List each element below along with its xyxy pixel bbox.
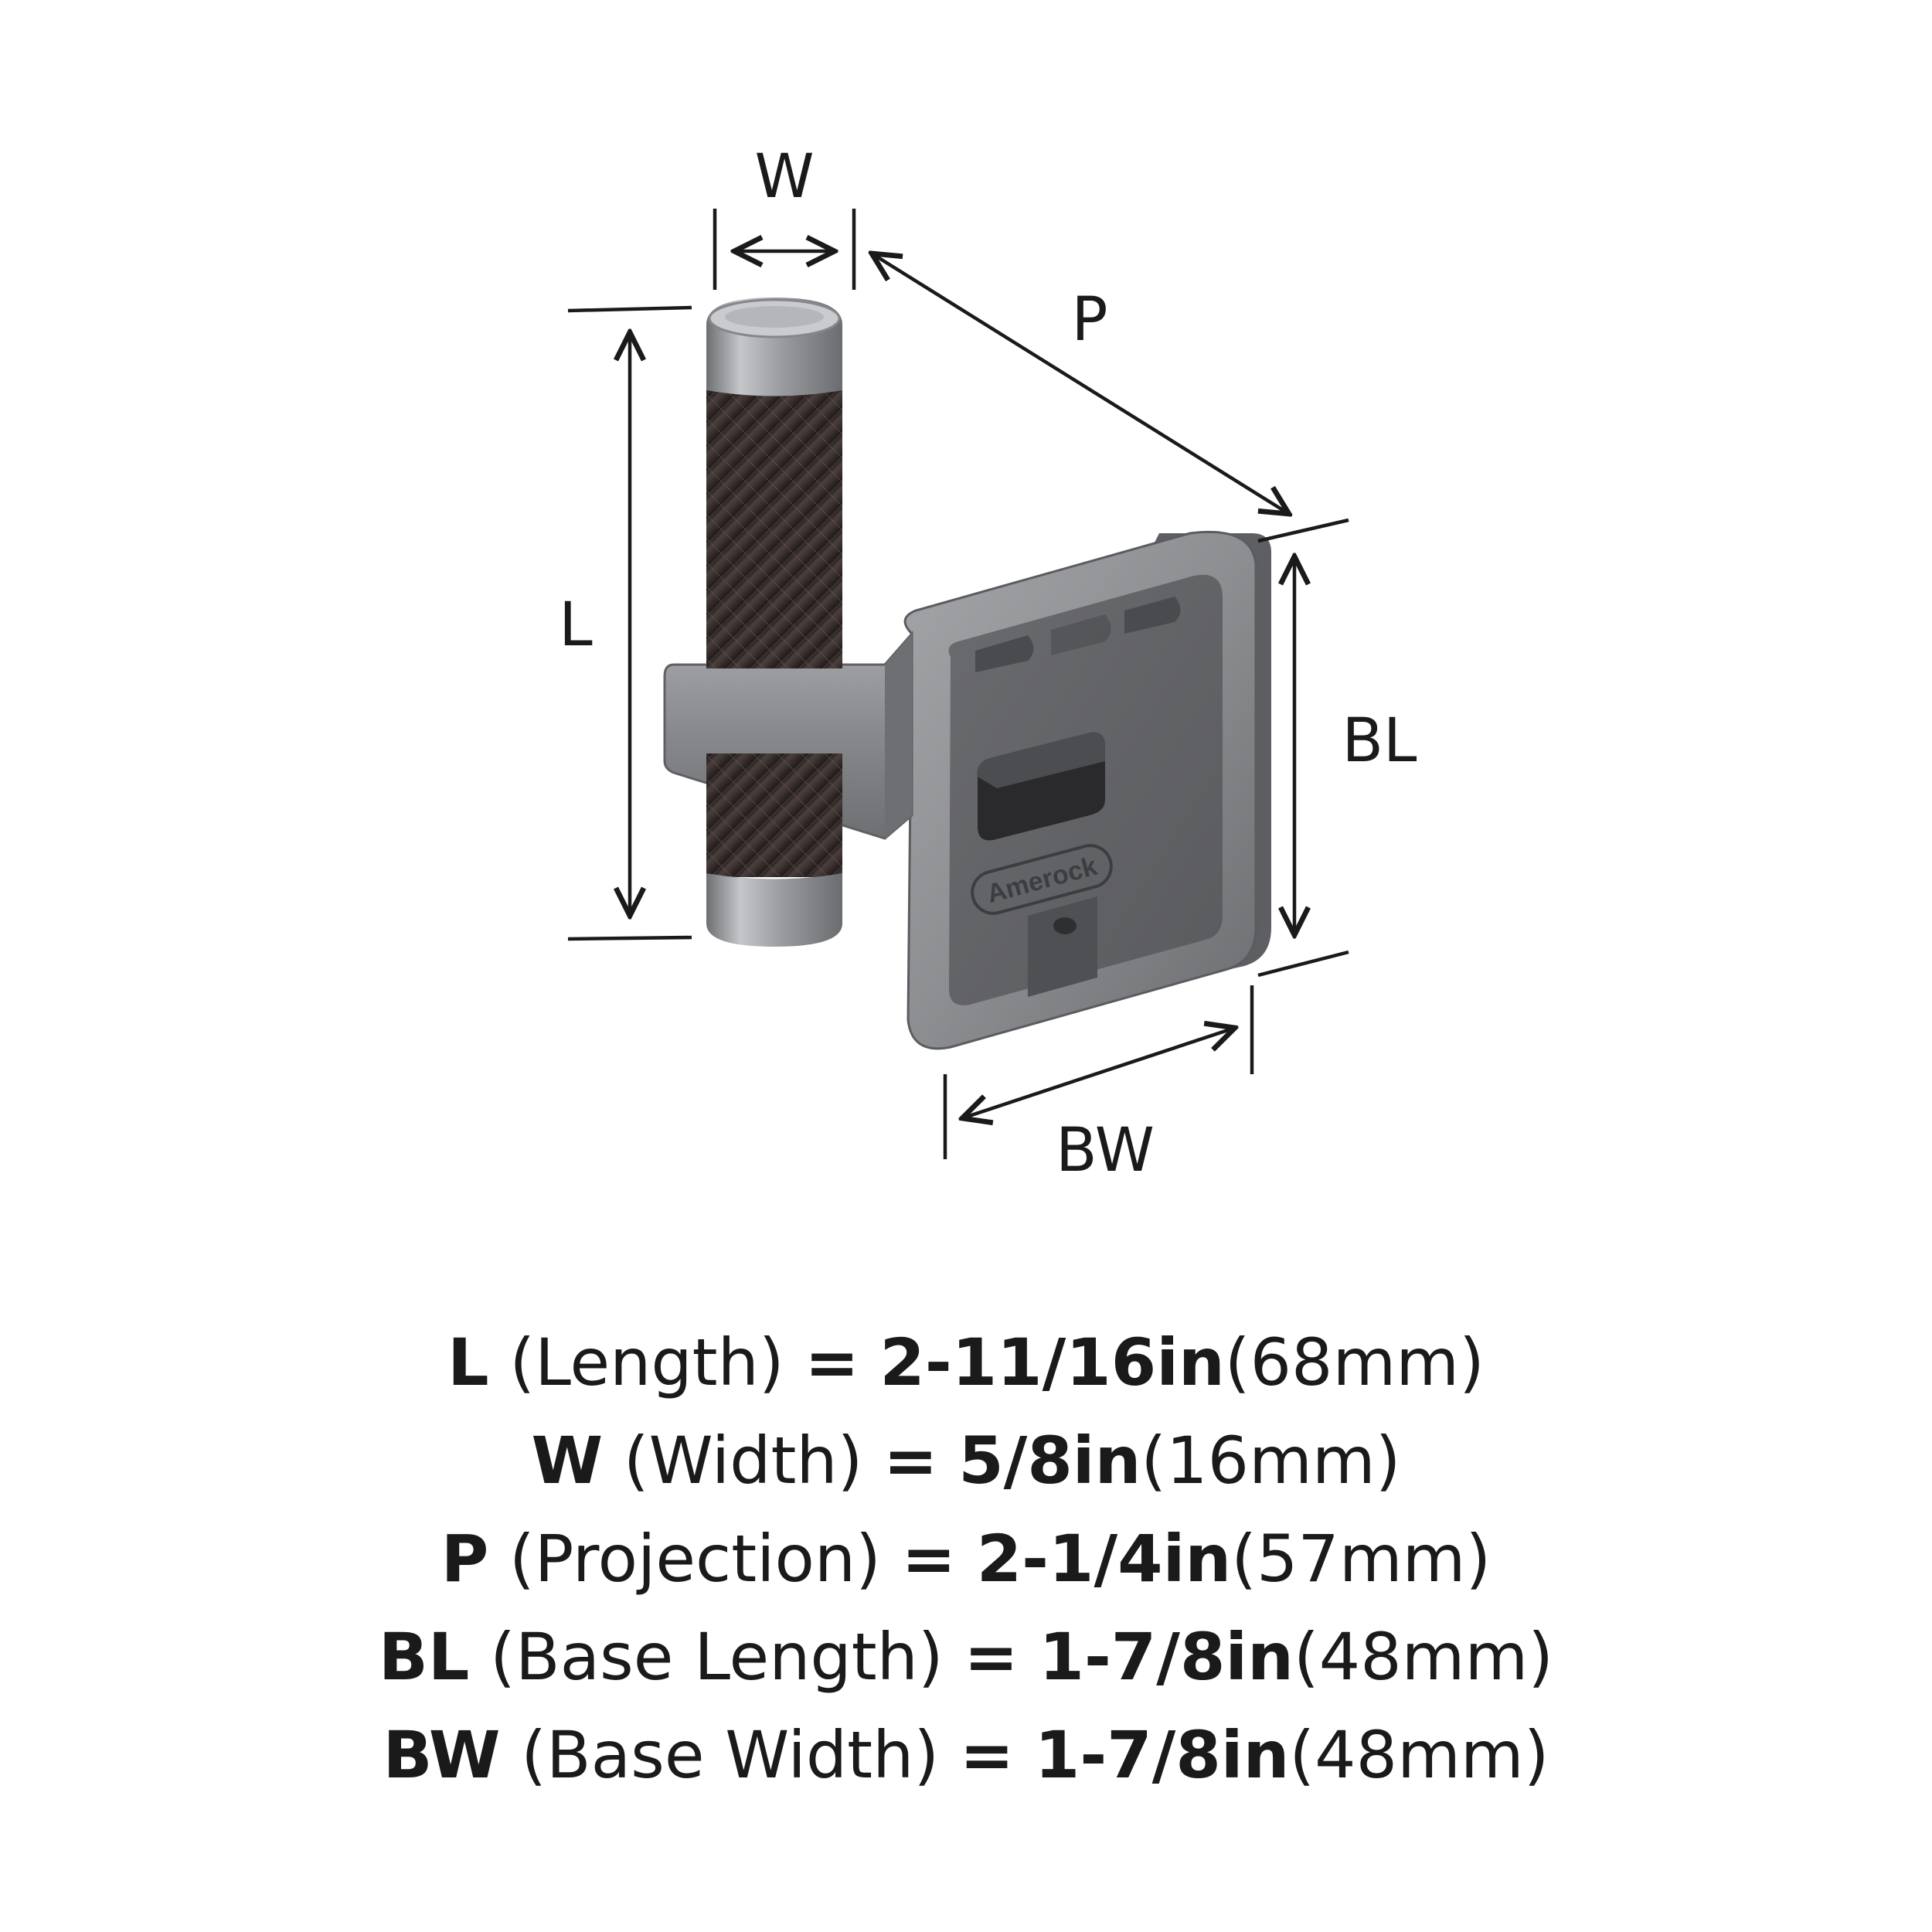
product-dimension-diagram: Amerock W P L [559, 142, 1418, 1185]
spec-imperial-value: 2-1/4in [976, 1521, 1232, 1597]
spec-row-projection: P (Projection) = 2-1/4in(57mm) [0, 1510, 1932, 1608]
spec-name: (Width) [623, 1423, 863, 1498]
dimension-label-bw: BW [1056, 1116, 1155, 1185]
spec-equals: = [959, 1717, 1015, 1793]
spec-abbr: BL [378, 1619, 470, 1695]
dimension-p: P [872, 253, 1289, 514]
dimension-label-p: P [1071, 285, 1107, 355]
dimension-l: L [559, 305, 692, 941]
spec-metric-value: (48mm) [1293, 1619, 1554, 1695]
spec-imperial-value: 5/8in [958, 1423, 1141, 1498]
base-plate: Amerock [903, 530, 1271, 1050]
spec-name: (Projection) [509, 1521, 881, 1597]
spec-name: (Base Width) [521, 1717, 940, 1793]
spec-row-base-length: BL (Base Length) = 1-7/8in(48mm) [0, 1608, 1932, 1706]
spec-equals: = [964, 1619, 1019, 1695]
dimension-label-bl: BL [1342, 706, 1418, 776]
spec-metric-value: (48mm) [1289, 1717, 1549, 1793]
spec-name: (Length) [509, 1325, 784, 1400]
dimension-spec-list: L (Length) = 2-11/16in(68mm) W (Width) =… [0, 1314, 1932, 1804]
dimension-bl: BL [1257, 518, 1418, 978]
spec-imperial-value: 1-7/8in [1034, 1717, 1290, 1793]
spec-equals: = [883, 1423, 938, 1498]
dimension-label-l: L [559, 590, 593, 660]
spec-imperial-value: 2-11/16in [879, 1325, 1225, 1400]
dimension-label-w: W [754, 142, 814, 212]
spec-imperial-value: 1-7/8in [1039, 1619, 1294, 1695]
spec-metric-value: (57mm) [1231, 1521, 1492, 1597]
spec-row-length: L (Length) = 2-11/16in(68mm) [0, 1314, 1932, 1412]
dimension-bw: BW [943, 985, 1254, 1185]
dimension-w: W [713, 142, 856, 290]
spec-abbr: W [531, 1423, 604, 1498]
spec-equals: = [901, 1521, 956, 1597]
spec-metric-value: (68mm) [1224, 1325, 1485, 1400]
spec-row-base-width: BW (Base Width) = 1-7/8in(48mm) [0, 1706, 1932, 1804]
spec-abbr: P [440, 1521, 489, 1597]
spec-name: (Base Length) [490, 1619, 944, 1695]
hook-post [706, 298, 842, 947]
spec-abbr: L [447, 1325, 489, 1400]
spec-metric-value: (16mm) [1141, 1423, 1401, 1498]
spec-abbr: BW [383, 1717, 501, 1793]
spec-row-width: W (Width) = 5/8in(16mm) [0, 1412, 1932, 1510]
spec-equals: = [804, 1325, 859, 1400]
